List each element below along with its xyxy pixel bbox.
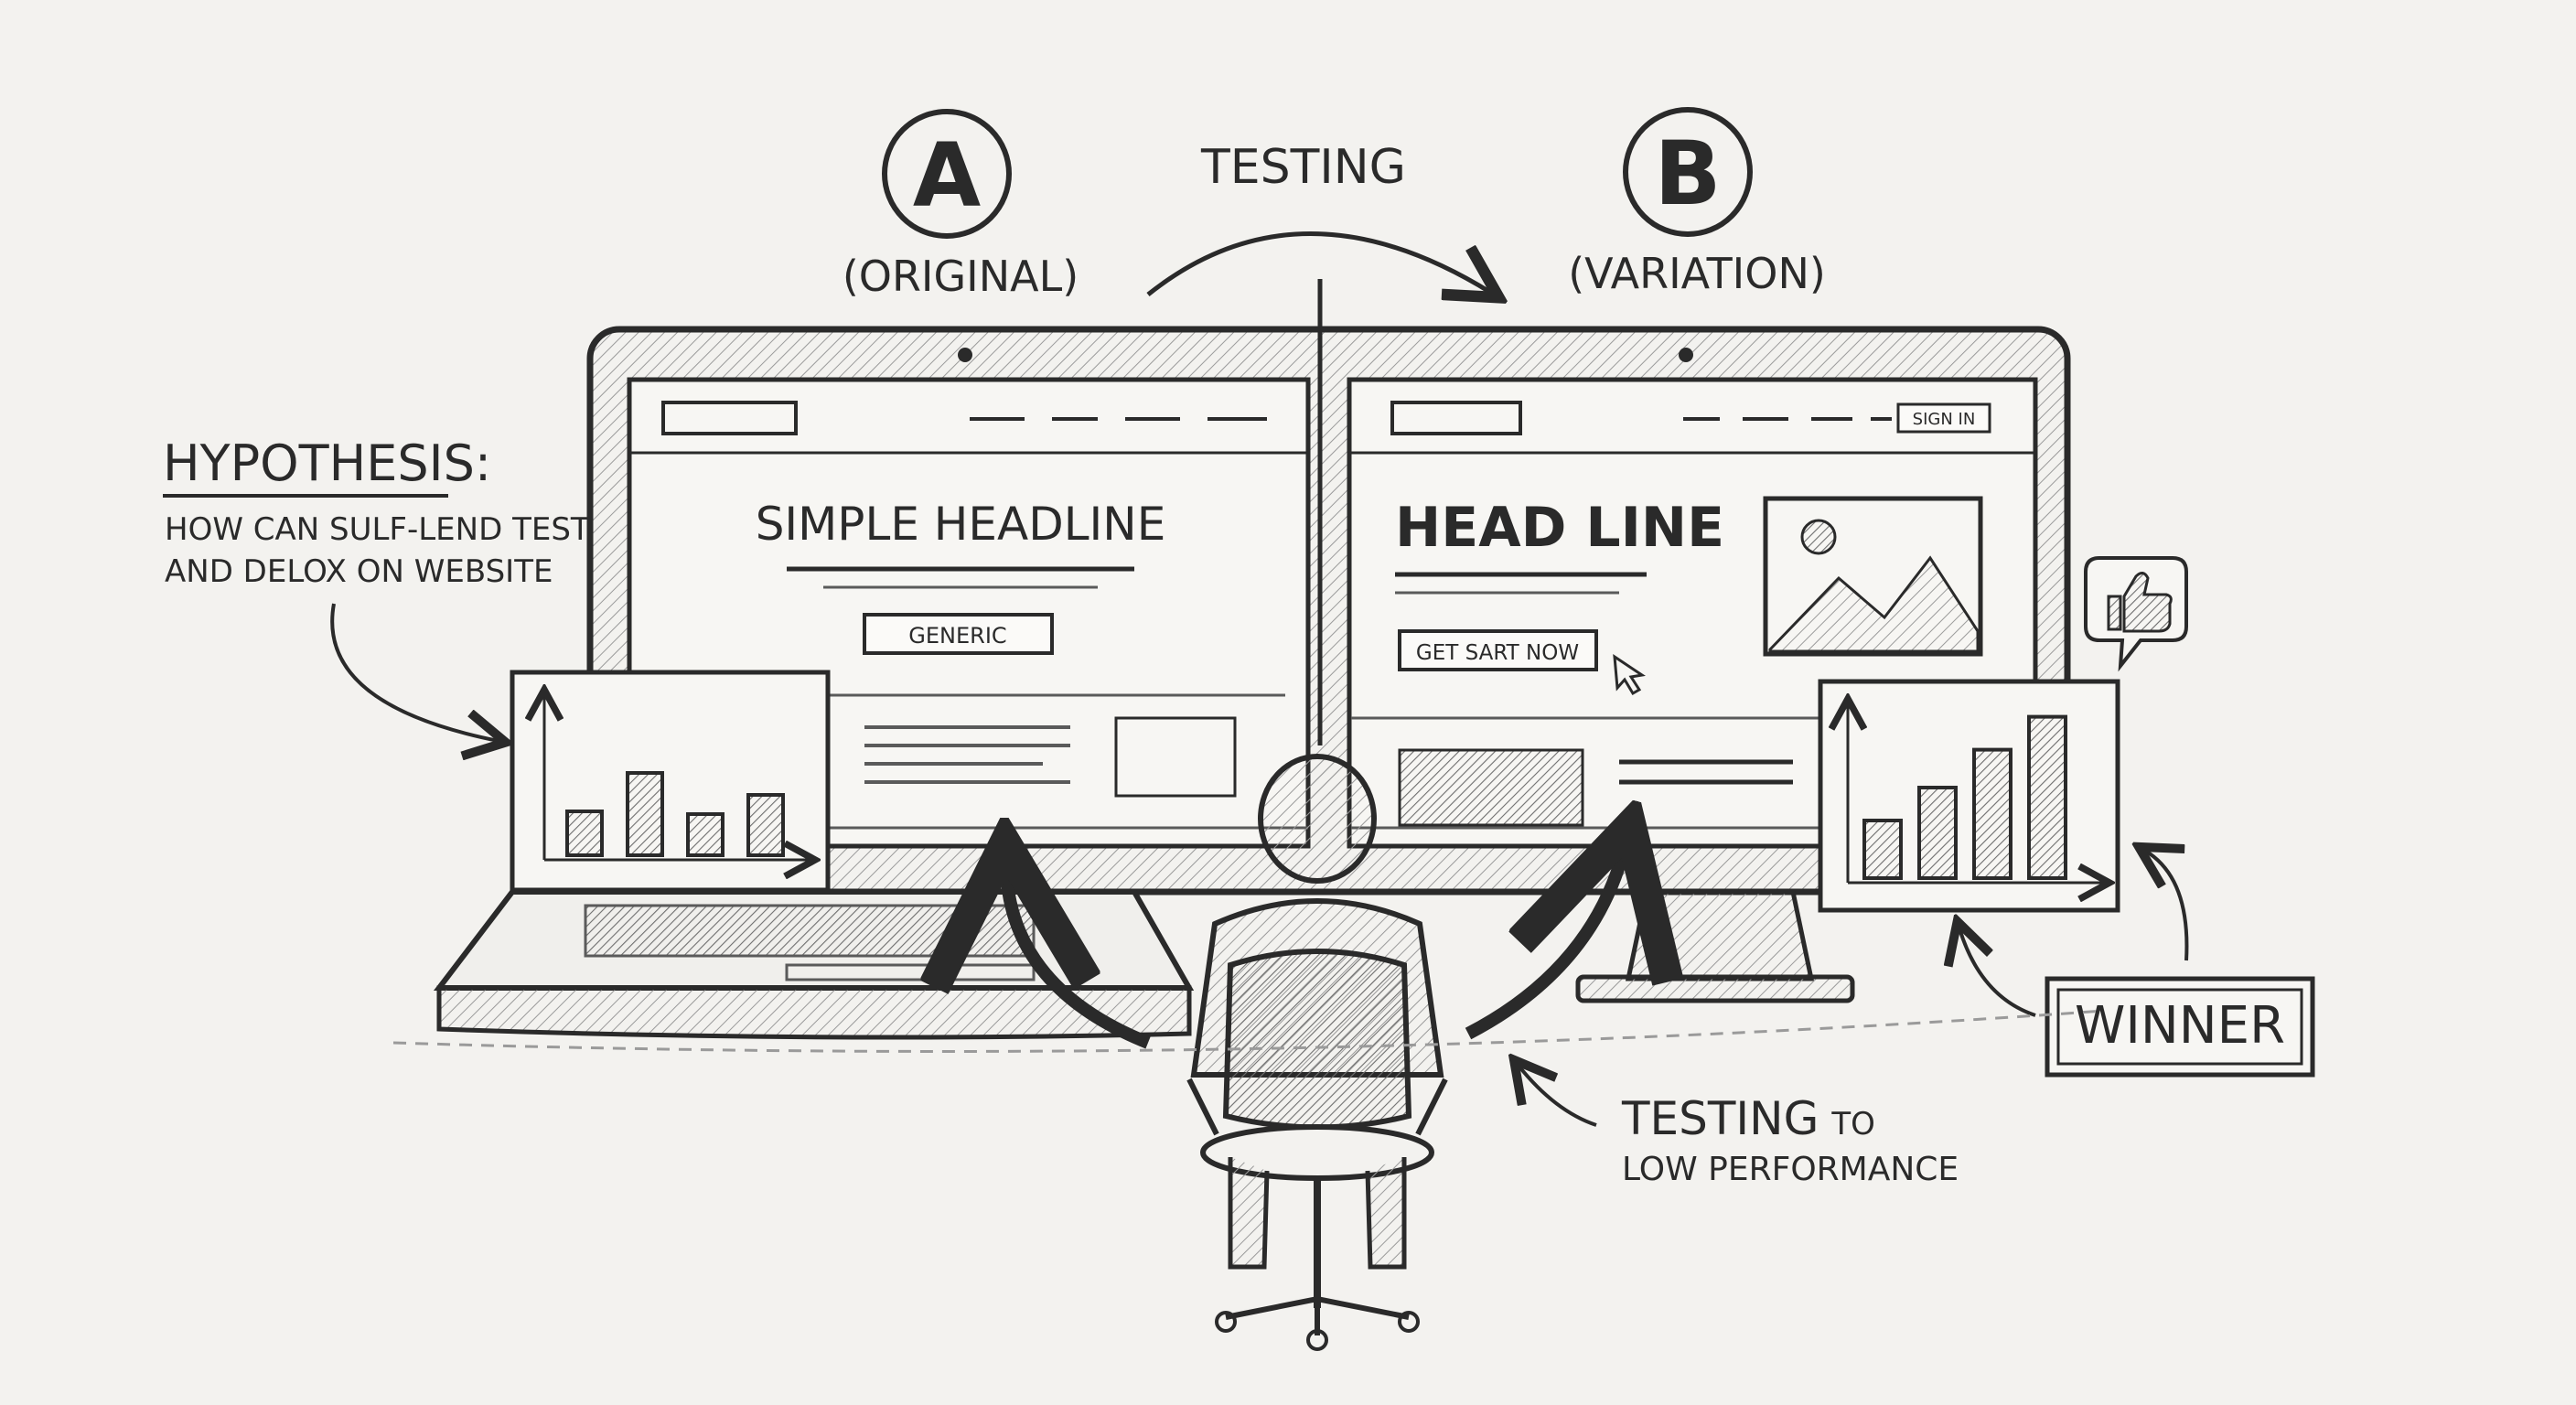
variant-a-label: (ORIGINAL) (843, 252, 1079, 301)
testing-note-arrow (1519, 1066, 1597, 1127)
screen-b-get-started-button[interactable] (1398, 629, 1598, 671)
screen-a-original: SIMPLE HEADLINE GENERIC (627, 377, 1311, 849)
chart-a-bar-1 (565, 810, 604, 857)
person-arrow-to-b (1465, 851, 1624, 1040)
testing-note-main: TESTING (1621, 1092, 1819, 1145)
person-in-chair (1186, 754, 1448, 1351)
chart-a-bar-2 (626, 771, 664, 857)
hypothesis-arrow (330, 603, 499, 741)
winner-label: WINNER (2075, 996, 2285, 1056)
thumbs-up-bubble (2084, 556, 2188, 672)
thumbs-up-icon (2107, 572, 2173, 633)
winner-box: WINNER (1959, 851, 2315, 1078)
hypothesis-title: HYPOTHESIS: (163, 434, 491, 492)
variant-b-badge: B (1623, 107, 1753, 237)
chart-b-bar-3 (1972, 747, 2012, 880)
variant-b-label: (VARIATION) (1568, 249, 1826, 298)
mouse-cursor-icon (1613, 654, 1646, 696)
webcam-left (958, 348, 972, 362)
hypothesis-line1: HOW CAN SULF-LEND TEST (165, 511, 590, 548)
testing-arrow (1146, 231, 1491, 295)
testing-note: TESTING TO LOW PERFORMANCE (1519, 1066, 1959, 1188)
variant-a-badge: A (882, 109, 1012, 239)
hypothesis-line2: AND DELOX ON WEBSITE (165, 553, 553, 590)
chart-a-bar-4 (746, 793, 785, 857)
screen-b-get-started-label: GET SART NOW (1416, 641, 1579, 665)
chart-b-bar-1 (1862, 819, 1903, 880)
variant-a-letter: A (913, 124, 981, 227)
chart-a-bars (565, 771, 785, 857)
variant-b-letter: B (1654, 123, 1721, 225)
screen-b-variation: SIGN IN HEAD LINE GET SART NOW (1347, 377, 2038, 849)
screen-a-headline: SIMPLE HEADLINE (756, 498, 1166, 551)
screen-a-image-box (1114, 716, 1237, 798)
chart-b-bars (1862, 714, 2067, 880)
screen-b-sign-in-button[interactable] (1896, 402, 1991, 434)
chart-b (1818, 679, 2120, 913)
chart-a-bar-3 (686, 812, 724, 857)
hypothesis-note: HYPOTHESIS: HOW CAN SULF-LEND TEST AND D… (163, 434, 590, 741)
screen-a-content-lines (864, 725, 1070, 784)
screen-a-generic-button[interactable] (863, 613, 1054, 655)
winner-arrow-left (1959, 928, 2036, 1017)
laptop-base (433, 889, 1195, 1040)
screen-b-headline: HEAD LINE (1395, 496, 1724, 560)
screen-b-hero-image (1763, 496, 1983, 657)
chart-a (510, 670, 831, 893)
person-arrow-to-a (1006, 869, 1151, 1049)
winner-arrow-up (2145, 851, 2189, 961)
screen-b-logo-bar (1390, 401, 1522, 435)
screen-b-sign-in-label: SIGN IN (1913, 410, 1976, 429)
testing-note-small: TO (1830, 1106, 1875, 1142)
testing-label: TESTING (1200, 140, 1406, 195)
chart-b-bar-2 (1917, 786, 1958, 880)
chart-b-bar-4 (2027, 714, 2067, 880)
screen-b-content-lines (1619, 759, 1793, 785)
testing-note-line1: TESTING TO (1621, 1092, 1875, 1145)
screen-a-logo-bar (661, 401, 798, 435)
ground-shadow (392, 1009, 2105, 1053)
screen-b-content-block (1398, 748, 1584, 827)
screen-a-generic-label: GENERIC (908, 623, 1006, 649)
webcam-right (1679, 348, 1693, 362)
testing-note-line2: LOW PERFORMANCE (1622, 1151, 1959, 1188)
